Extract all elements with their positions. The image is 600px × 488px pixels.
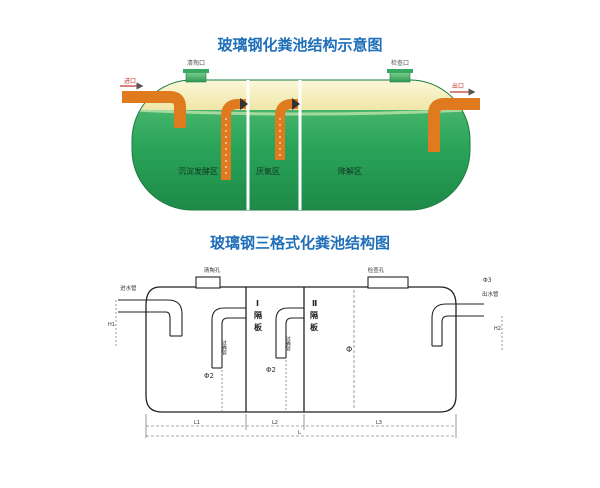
svg-text:Ⅱ: Ⅱ <box>312 299 317 308</box>
dim-l3: L3 <box>376 420 382 426</box>
bottom-transfer-pipe-2 <box>275 307 304 359</box>
top-transfer-pipe-2 <box>275 98 300 160</box>
svg-text:板: 板 <box>254 322 263 332</box>
dim-d2-right: Φ2 <box>266 366 276 374</box>
dim-h2: H2 <box>494 326 501 332</box>
dim-h1: H1 <box>108 322 115 328</box>
dim-l: L <box>298 430 301 436</box>
bottom-outlet-pipe <box>431 303 484 347</box>
top-tank <box>131 79 471 211</box>
bottom-inlet-pipe <box>118 299 183 337</box>
length-dimensions <box>145 414 457 438</box>
zone-label-anaerobic: 厌氧区 <box>256 166 280 176</box>
dim-d3: Φ3 <box>483 277 492 284</box>
dim-d2-left: Φ2 <box>204 372 214 380</box>
bottom-manhole-left <box>195 276 221 289</box>
bottom-outlet-label: 出水管 <box>482 290 499 298</box>
top-manhole-right <box>387 69 413 83</box>
top-manhole-left <box>183 69 209 83</box>
transfer-pipe-2-label: 过粪管 <box>285 335 291 352</box>
svg-text:Ⅰ: Ⅰ <box>256 299 259 308</box>
dim-l2: L2 <box>272 420 278 426</box>
bottom-inlet-label: 进水管 <box>120 284 137 292</box>
top-manhole-left-label: 清掏口 <box>187 59 205 67</box>
bottom-manhole-left-label: 清掏孔 <box>204 266 221 274</box>
svg-text:隔: 隔 <box>310 310 318 320</box>
bottom-transfer-pipe-1 <box>211 307 246 369</box>
svg-text:隔: 隔 <box>254 310 262 320</box>
zone-label-settling: 沉淀发酵区 <box>178 166 218 176</box>
dim-diameter: Φ <box>346 345 352 354</box>
dim-l1: L1 <box>194 420 200 426</box>
partition-2-label: Ⅱ 隔 板 <box>310 299 319 332</box>
bottom-manhole-right-label: 检查孔 <box>368 266 385 274</box>
bottom-manhole-right <box>367 276 409 289</box>
bottom-tank-outline <box>145 286 457 413</box>
bottom-diagram-title: 玻璃钢三格式化粪池结构图 <box>209 234 390 252</box>
top-inlet-pipe <box>122 91 186 128</box>
svg-text:板: 板 <box>310 322 319 332</box>
top-diagram-title: 玻璃钢化粪池结构示意图 <box>217 36 383 54</box>
top-outlet-pipe <box>428 98 480 152</box>
transfer-pipe-1-label: 过粪管 <box>221 339 227 356</box>
partition-1-label: Ⅰ 隔 板 <box>254 299 263 332</box>
top-manhole-right-label: 检查口 <box>391 59 409 67</box>
top-inlet-label: 进口 <box>124 77 136 85</box>
top-outlet-label: 出口 <box>452 82 464 90</box>
top-transfer-pipe-1 <box>221 98 248 180</box>
zone-label-degradation: 降解区 <box>338 166 362 176</box>
